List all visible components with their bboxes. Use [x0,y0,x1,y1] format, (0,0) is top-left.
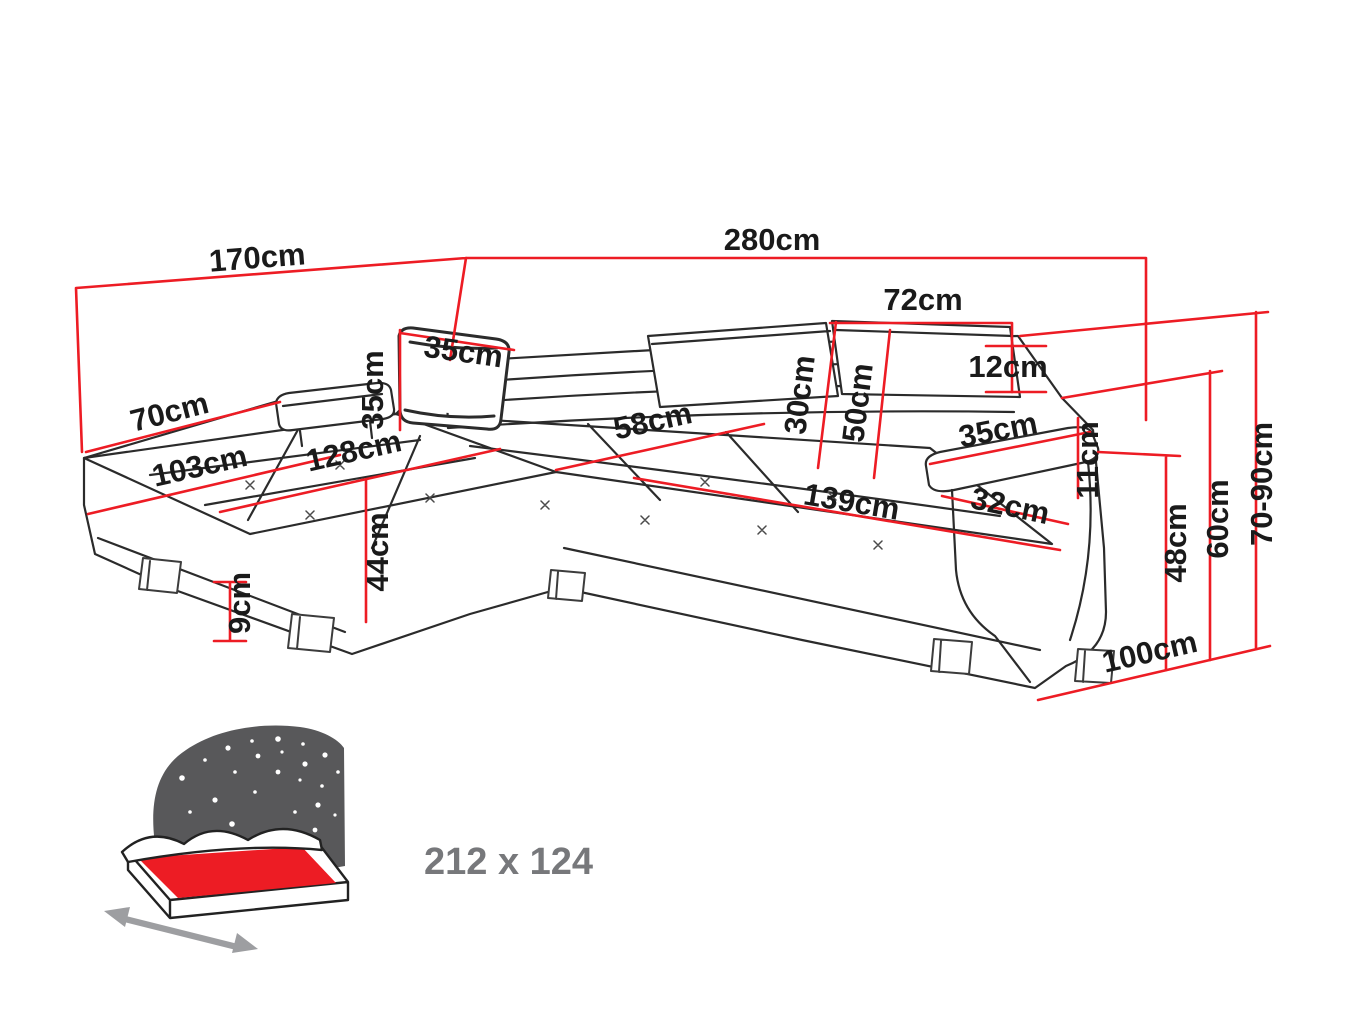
sofa-line-art [82,319,1115,690]
chaise-seat [82,412,558,634]
dim-line-280 [464,256,1148,422]
dim-label-280: 280cm [724,222,821,257]
dim-line-armrest-35 [928,430,1092,466]
dim-line-60 [1060,369,1224,662]
dim-label-11: 11cm [1070,421,1105,499]
dim-line-50 [872,328,892,480]
dim-line-30 [816,320,838,470]
corner-pillow [397,326,511,431]
dim-line-32 [940,494,1070,526]
bed-sheet [120,827,324,864]
dim-line-70-90 [1018,310,1270,651]
dim-label-48: 48cm [1158,503,1193,582]
bed-width-arrow [104,907,258,953]
left-mini-armrest [274,381,396,448]
dim-label-pillow-height: 35cm [355,350,390,429]
dim-line-128 [218,447,502,514]
dim-label-12: 12cm [968,349,1047,384]
dim-line-103 [86,453,342,516]
dim-label-44: 44cm [360,512,395,591]
dim-label-70-90: 70-90cm [1244,422,1279,546]
dim-label-170: 170cm [208,236,307,278]
right-armrest [924,426,1100,493]
dim-label-100: 100cm [1099,624,1201,680]
dim-line-9 [212,580,248,643]
dim-line-100 [1036,644,1272,702]
bed-blanket [138,847,336,898]
main-seat [394,412,1054,652]
dim-label-9: 9cm [222,572,257,634]
dimension-lines [74,256,1272,702]
sofa-bed-function-icon: 212 x 124 [104,725,593,953]
right-armrest-faces [950,460,1092,684]
dim-line-12 [984,344,1048,394]
dim-line-139 [632,476,1062,552]
dim-label-60: 60cm [1200,479,1235,558]
dim-line-170 [74,256,468,454]
tuft-marks [245,460,883,550]
dim-line-58 [554,422,766,472]
dim-line-72 [828,321,1014,394]
sleeping-area-label: 212 x 124 [424,841,593,883]
dim-line-70 [84,400,282,454]
headrest-right [830,319,1022,399]
dim-line-pillow-width [398,331,516,352]
dim-label-72: 72cm [883,282,962,317]
headrest-left [646,321,840,409]
dim-line-48 [1096,450,1182,672]
